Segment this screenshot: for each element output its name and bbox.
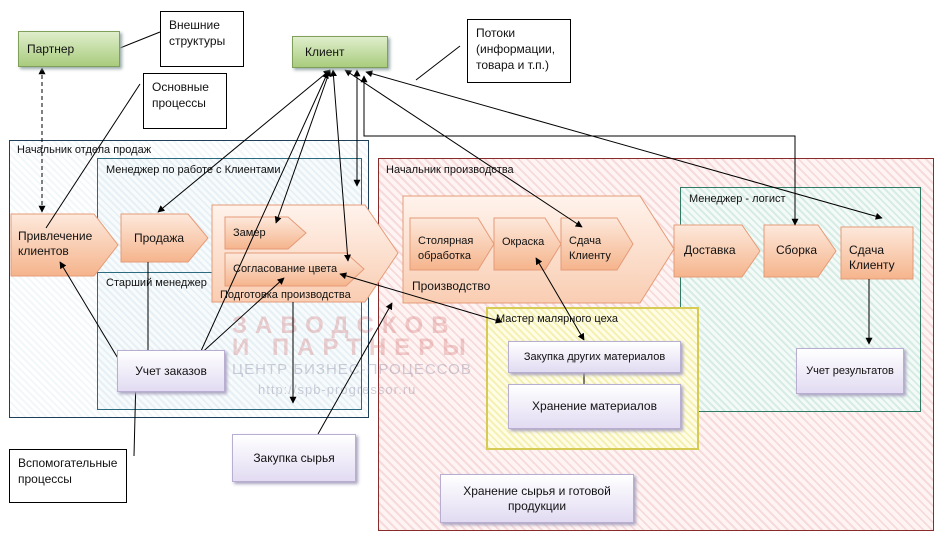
client-orders-connector (195, 71, 329, 363)
partner-label: Партнер (27, 42, 75, 56)
client-assembly-connector (360, 75, 799, 226)
color-chevron (224, 252, 365, 287)
store-raw-box: Хранение сырья и готовой продукции (440, 474, 634, 523)
store-materials-box: Хранение материалов (508, 384, 681, 429)
client-box: Клиент (292, 36, 388, 68)
note-main: Основные процессы (143, 73, 227, 129)
note-flows-pointer (415, 45, 461, 81)
note-flows: Потоки (информации, товара и т.п.) (467, 19, 571, 83)
buy-other-label: Закупка других материалов (523, 350, 666, 363)
buyraw-color-connector (317, 302, 393, 435)
results-box: Учет результатов (796, 348, 904, 394)
attract-chevron (10, 213, 119, 277)
store-materials-label: Хранение материалов (532, 399, 657, 413)
client-measure-connector (274, 69, 332, 224)
handover2-box (840, 226, 914, 280)
delivery-chevron (673, 224, 761, 278)
zone-sales-head-title: Начальник отдела продаж (17, 144, 152, 156)
partner-box: Партнер (18, 31, 120, 67)
buy-other-box: Закупка других материалов (508, 341, 681, 373)
client-label: Клиент (305, 45, 345, 59)
orders-color-connector (195, 277, 285, 359)
painting-buyother-connector (535, 257, 585, 341)
assembly-chevron (763, 224, 837, 278)
sales-chevron (120, 213, 209, 263)
results-label: Учет результатов (806, 364, 894, 377)
zone-senior-manager-title: Старший менеджер (106, 277, 207, 289)
orders-box: Учет заказов (117, 350, 225, 392)
buy-raw-box: Закупка сырья (232, 434, 356, 482)
client-color-connector (330, 69, 351, 262)
measure-chevron (224, 216, 307, 250)
orders-label: Учет заказов (135, 363, 207, 378)
note-aux: Вспомогательные процессы (9, 449, 127, 503)
note-external-text: Внешние структуры (169, 18, 226, 48)
note-main-pointer (45, 83, 141, 229)
joinery-chevron (409, 217, 495, 271)
store-raw-label: Хранение сырья и готовой продукции (463, 483, 611, 513)
note-main-text: Основные процессы (152, 80, 209, 110)
orders-attract-connector (59, 261, 126, 371)
buy-raw-label: Закупка сырья (253, 450, 335, 465)
color-paintmaster-connector (339, 272, 503, 324)
note-aux-text: Вспомогательные процессы (18, 456, 118, 486)
note-external: Внешние структуры (160, 11, 244, 67)
note-flows-text: Потоки (информации, товара и т.п.) (476, 26, 556, 72)
handover-chevron (560, 217, 634, 271)
